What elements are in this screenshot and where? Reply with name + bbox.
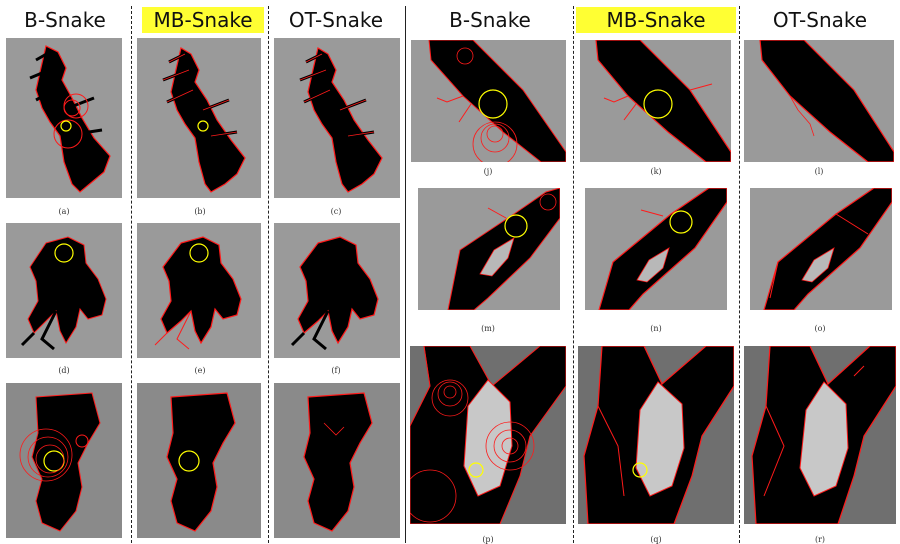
column-divider [131, 6, 132, 543]
caption-o: (o) [814, 324, 826, 333]
image-panel-o [750, 188, 892, 310]
column-divider [739, 6, 740, 543]
caption-b: (b) [194, 207, 206, 216]
image-panel-q [578, 346, 734, 524]
header-right-ot-snake: OT-Snake [772, 8, 868, 32]
image-panel-h [137, 383, 261, 538]
caption-j: (j) [483, 167, 493, 176]
caption-e: (e) [194, 366, 206, 375]
column-divider [268, 6, 269, 543]
image-panel-a [6, 38, 122, 198]
image-panel-f [274, 223, 400, 358]
image-panel-m [418, 188, 560, 310]
image-panel-i [274, 383, 400, 538]
image-panel-k [580, 40, 731, 162]
header-left-mb-snake: MB-Snake [142, 7, 264, 33]
caption-d: (d) [58, 366, 70, 375]
caption-m: (m) [481, 324, 495, 333]
caption-p: (p) [482, 535, 494, 544]
caption-f: (f) [331, 366, 341, 375]
image-panel-l [744, 40, 894, 162]
header-left-ot-snake: OT-Snake [288, 8, 384, 32]
header-left-b-snake: B-Snake [24, 8, 106, 32]
image-panel-b [137, 38, 261, 198]
image-panel-n [585, 188, 727, 310]
caption-k: (k) [650, 167, 662, 176]
column-divider [573, 6, 574, 543]
image-panel-p [410, 346, 566, 524]
header-right-b-snake: B-Snake [449, 8, 531, 32]
image-panel-d [6, 223, 122, 358]
image-panel-c [274, 38, 400, 198]
group-divider [405, 6, 406, 543]
header-right-mb-snake: MB-Snake [576, 7, 736, 33]
caption-c: (c) [330, 207, 342, 216]
caption-a: (a) [58, 207, 70, 216]
image-panel-e [137, 223, 261, 358]
caption-n: (n) [650, 324, 662, 333]
image-panel-r [744, 346, 896, 524]
caption-q: (q) [650, 535, 662, 544]
caption-r: (r) [814, 535, 826, 544]
image-panel-j [411, 40, 566, 162]
image-panel-g [6, 383, 122, 538]
caption-l: (l) [814, 167, 824, 176]
